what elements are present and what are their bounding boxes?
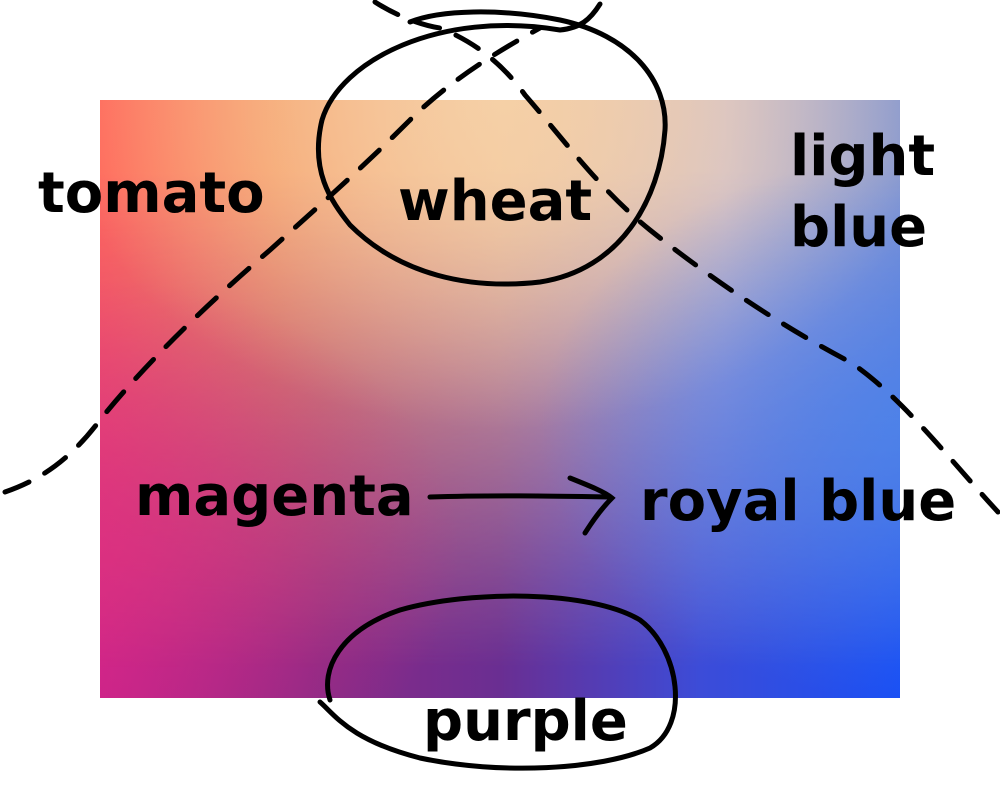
- label-light-blue-line1: light: [790, 124, 935, 189]
- arrow-magenta-to-royal-blue: [427, 475, 616, 536]
- purple-circle: [317, 593, 678, 771]
- dashed-arc-left: [2, 25, 543, 495]
- label-royal-blue: royal blue: [640, 469, 956, 534]
- label-wheat: wheat: [398, 169, 592, 234]
- label-purple: purple: [423, 689, 628, 754]
- label-magenta: magenta: [135, 464, 414, 529]
- label-light-blue-line2: blue: [790, 195, 927, 260]
- label-tomato: tomato: [38, 161, 265, 226]
- wheat-circle: [315, 1, 668, 287]
